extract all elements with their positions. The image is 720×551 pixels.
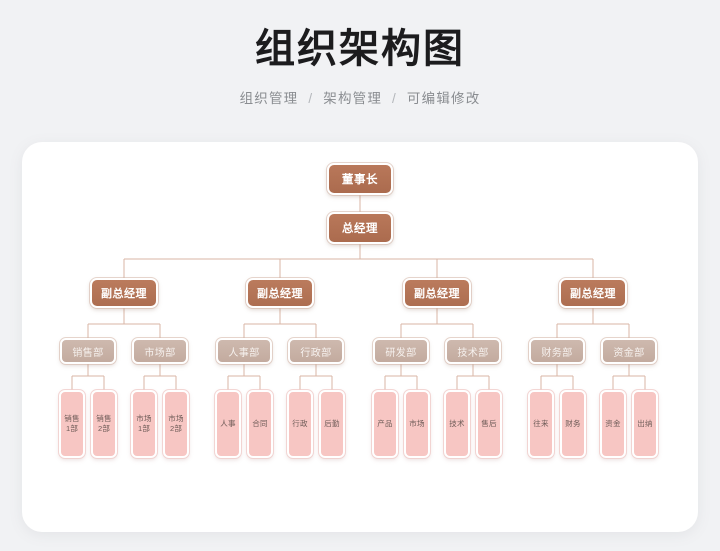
node-leaf-finance-2[interactable]: 财务 — [559, 389, 587, 459]
node-chairman[interactable]: 董事长 — [326, 162, 394, 196]
connector-lines — [71, 195, 646, 390]
node-deputy-1[interactable]: 副总经理 — [89, 277, 159, 309]
subtitle-part-1: 组织管理 — [239, 91, 299, 107]
node-leaf-admin-1[interactable]: 行政 — [286, 389, 314, 459]
node-leaf-fund-1[interactable]: 资金 — [599, 389, 627, 459]
org-chart: 董事长 总经理 副总经理 副总经理 副总经理 副总经理 销售部 市场部 人事部 … — [22, 142, 698, 532]
page-subtitle: 组织管理 / 架构管理 / 可编辑修改 — [0, 87, 720, 107]
node-leaf-sales-1[interactable]: 销售 1部 — [58, 389, 86, 459]
node-dept-fund[interactable]: 资金部 — [600, 337, 658, 365]
node-leaf-finance-1[interactable]: 往来 — [527, 389, 555, 459]
node-leaf-admin-2[interactable]: 后勤 — [318, 389, 346, 459]
node-leaf-rd-1[interactable]: 产品 — [371, 389, 399, 459]
node-general-manager[interactable]: 总经理 — [326, 211, 394, 245]
subtitle-part-2: 架构管理 — [323, 91, 383, 107]
page-title: 组织架构图 — [255, 27, 465, 71]
node-dept-finance[interactable]: 财务部 — [528, 337, 586, 365]
node-dept-hr[interactable]: 人事部 — [215, 337, 273, 365]
header: 组织架构图 组织管理 / 架构管理 / 可编辑修改 — [0, 26, 720, 107]
node-leaf-market-1[interactable]: 市场 1部 — [130, 389, 158, 459]
node-leaf-sales-2[interactable]: 销售 2部 — [90, 389, 118, 459]
node-leaf-rd-2[interactable]: 市场 — [403, 389, 431, 459]
node-dept-sales[interactable]: 销售部 — [59, 337, 117, 365]
node-leaf-hr-1[interactable]: 人事 — [214, 389, 242, 459]
node-leaf-hr-2[interactable]: 合同 — [246, 389, 274, 459]
node-leaf-fund-2[interactable]: 出纳 — [631, 389, 659, 459]
node-deputy-4[interactable]: 副总经理 — [558, 277, 628, 309]
node-dept-admin[interactable]: 行政部 — [287, 337, 345, 365]
subtitle-separator-2: / — [392, 91, 397, 107]
subtitle-separator-1: / — [308, 91, 314, 107]
node-leaf-tech-2[interactable]: 售后 — [475, 389, 503, 459]
org-chart-card: 董事长 总经理 副总经理 副总经理 副总经理 副总经理 销售部 市场部 人事部 … — [22, 142, 698, 532]
node-deputy-2[interactable]: 副总经理 — [245, 277, 315, 309]
node-deputy-3[interactable]: 副总经理 — [402, 277, 472, 309]
node-leaf-tech-1[interactable]: 技术 — [443, 389, 471, 459]
node-dept-market[interactable]: 市场部 — [131, 337, 189, 365]
node-leaf-market-2[interactable]: 市场 2部 — [162, 389, 190, 459]
node-dept-rd[interactable]: 研发部 — [372, 337, 430, 365]
subtitle-part-3: 可编辑修改 — [406, 91, 481, 107]
node-dept-tech[interactable]: 技术部 — [444, 337, 502, 365]
